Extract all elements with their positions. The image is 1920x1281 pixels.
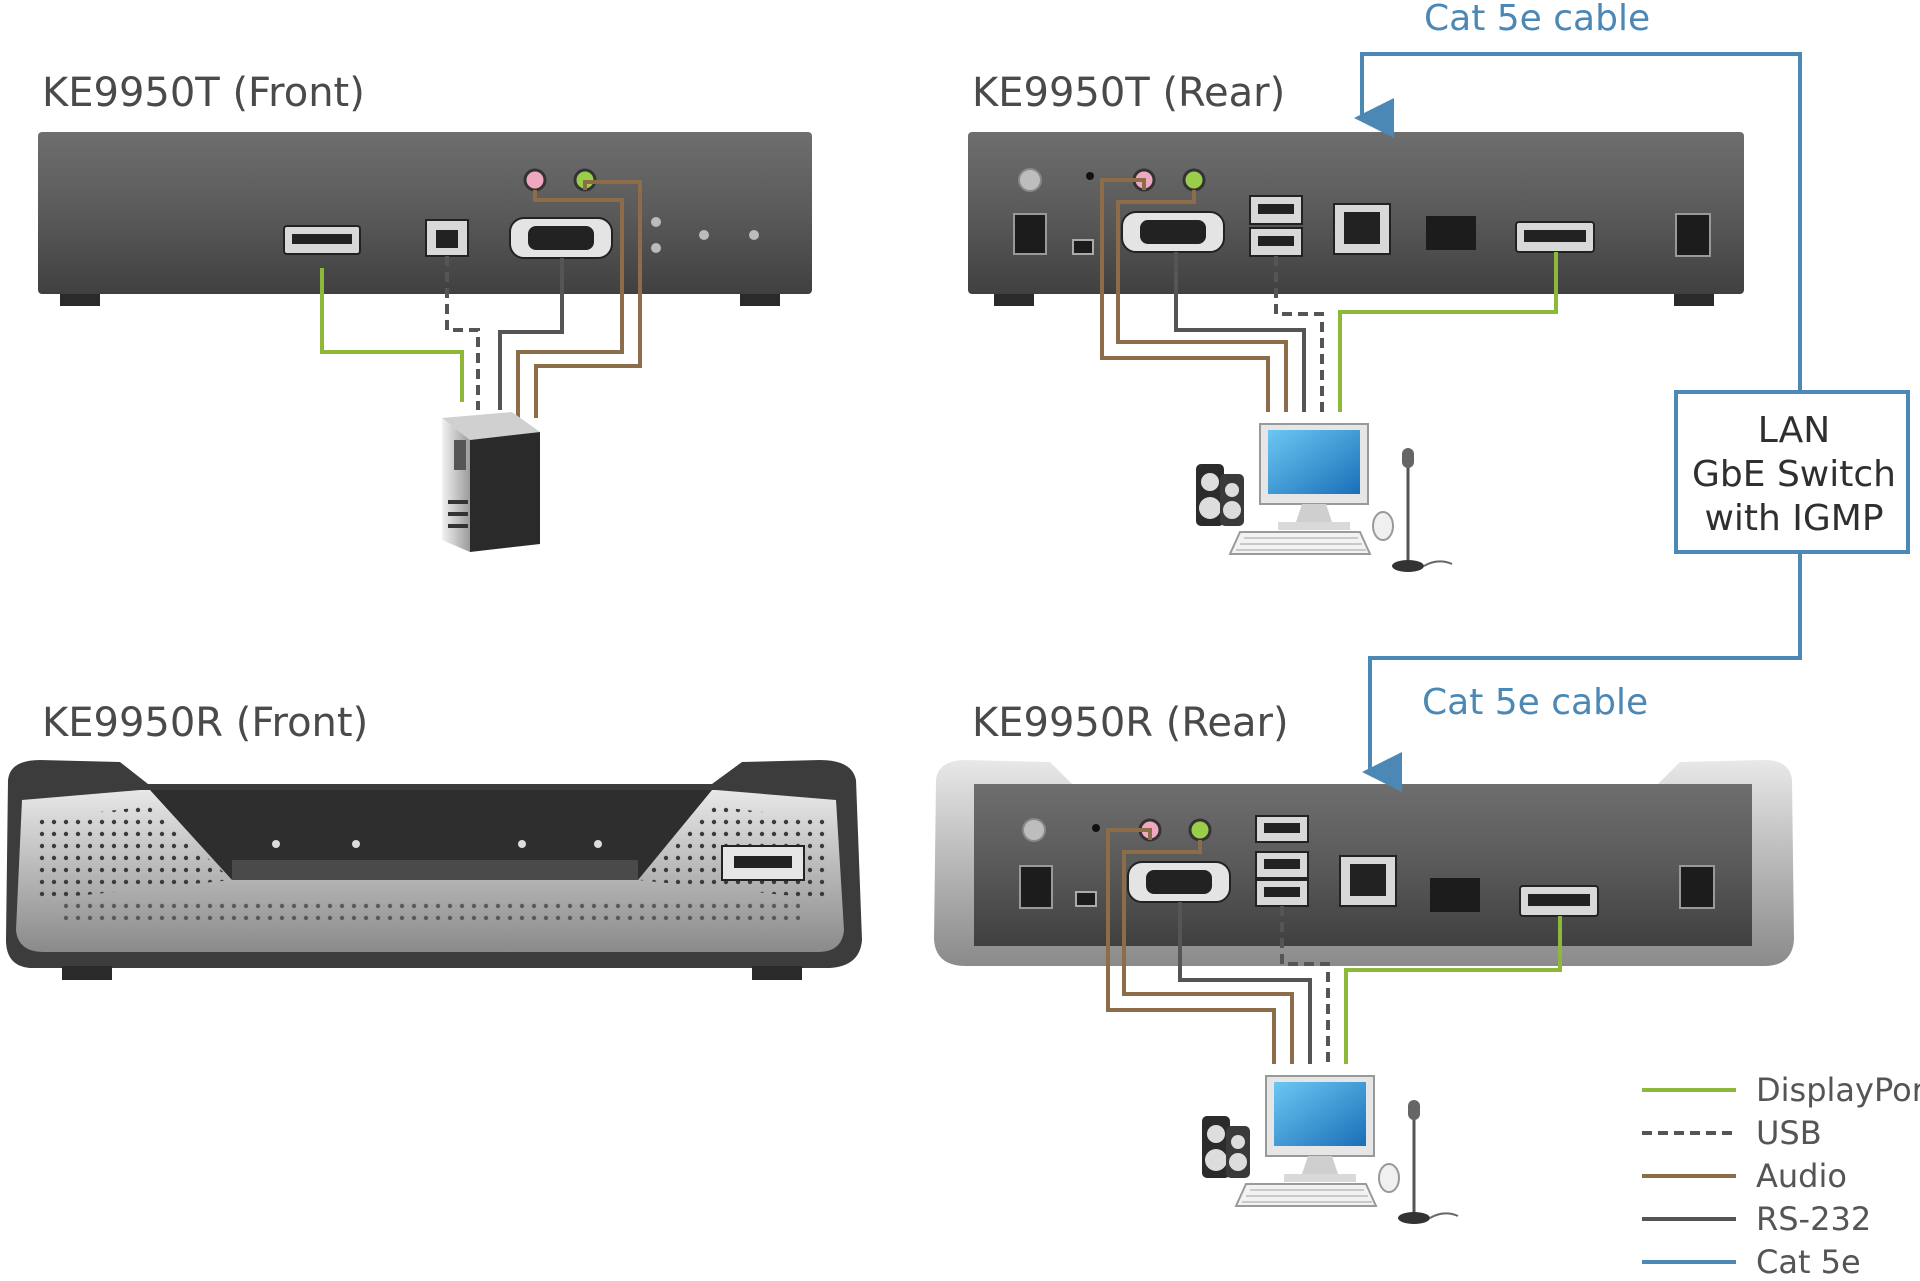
audio-in-jack-icon <box>1188 818 1212 842</box>
led-icon <box>699 230 709 240</box>
legend-item: DisplayPort <box>1642 1071 1920 1109</box>
usb-a-ports-icon <box>1249 195 1303 257</box>
led-icon <box>651 243 661 253</box>
legend-label: Audio <box>1756 1157 1847 1195</box>
audio-out-jack-icon <box>523 168 547 192</box>
tx-front-device <box>38 132 812 306</box>
tx-front-cables <box>320 180 642 418</box>
rx-rear-cables <box>1106 828 1562 1064</box>
power-jack-icon <box>1019 865 1053 909</box>
title-rx-rear: KE9950R (Rear) <box>972 700 1289 746</box>
audio-in-jack-icon <box>1182 168 1206 192</box>
legend-item: Audio <box>1642 1157 1847 1195</box>
legend-label: DisplayPort <box>1756 1071 1920 1109</box>
desktop-computer-icon <box>442 412 540 552</box>
rs232-port-icon <box>1127 861 1231 903</box>
sfp-port-icon <box>1426 216 1476 250</box>
usb-a-port-icon <box>721 845 805 881</box>
switch-line-1: LAN <box>1758 410 1830 451</box>
title-tx-rear: KE9950T (Rear) <box>972 70 1285 116</box>
switch-icon <box>1075 891 1097 907</box>
led-icon <box>651 217 661 227</box>
led-icon <box>749 230 759 240</box>
displayport-port-icon <box>283 225 361 255</box>
monitor-keyboard-speakers-mic-icon <box>1202 1075 1459 1224</box>
lan-switch-box: LAN GbE Switch with IGMP <box>1674 390 1910 554</box>
tx-rear-cables <box>1100 178 1558 412</box>
rx-rear-device <box>934 760 1794 966</box>
displayport-port-icon <box>1519 885 1599 917</box>
cable-label-bottom: Cat 5e cable <box>1422 682 1648 723</box>
title-rx-front: KE9950R (Front) <box>42 700 368 746</box>
legend-item: USB <box>1642 1114 1822 1152</box>
switch-line-3: with IGMP <box>1704 498 1883 539</box>
legend-item: RS-232 <box>1642 1200 1871 1238</box>
legend-label: RS-232 <box>1756 1200 1871 1238</box>
rj45-port-icon <box>1333 203 1391 255</box>
switch-line-2: GbE Switch <box>1692 454 1896 495</box>
rs232-port-icon <box>1121 211 1225 253</box>
legend-label: USB <box>1756 1114 1822 1152</box>
monitor-keyboard-speakers-mic-icon <box>1196 423 1453 572</box>
usb-b-port-icon <box>425 219 469 257</box>
rs232-port-icon <box>509 217 613 259</box>
rj45-port-icon <box>1339 855 1397 907</box>
tx-rear-device <box>968 132 1744 306</box>
displayport-port-icon <box>1515 221 1595 253</box>
power-jack-icon <box>1679 865 1715 909</box>
cable-label-top: Cat 5e cable <box>1424 0 1650 39</box>
cat5e-cable-top <box>1354 52 1802 390</box>
ground-screw-icon <box>1018 168 1042 192</box>
power-jack-icon <box>1013 213 1047 255</box>
power-jack-icon <box>1675 213 1711 257</box>
rx-front-device <box>6 760 862 980</box>
title-tx-front: KE9950T (Front) <box>42 70 365 116</box>
usb-a-ports-icon <box>1255 815 1309 907</box>
legend-item: Cat 5e <box>1642 1243 1861 1281</box>
legend-label: Cat 5e <box>1756 1243 1861 1281</box>
cat5e-cable-bottom <box>1362 552 1802 792</box>
sfp-port-icon <box>1430 878 1480 912</box>
switch-icon <box>1072 239 1094 255</box>
ground-screw-icon <box>1022 818 1046 842</box>
